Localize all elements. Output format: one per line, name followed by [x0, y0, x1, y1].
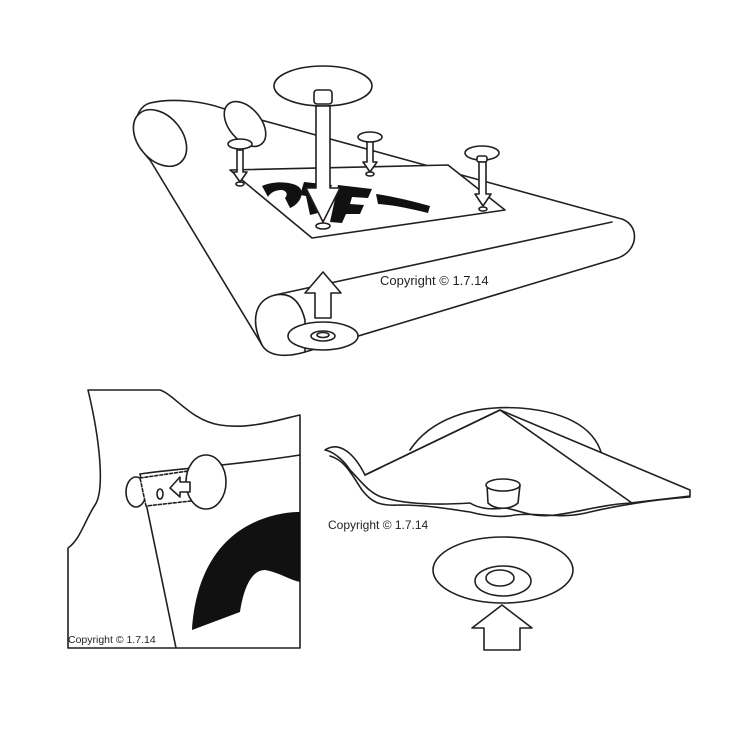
rolled-edge-inner: [223, 100, 267, 148]
suction-cup-stem: [313, 89, 333, 105]
suction-cup-detail-nub: [485, 569, 515, 587]
surface-line-1: [329, 455, 691, 518]
copyright-caption-bottom-right: Copyright © 1.7.14: [328, 518, 429, 532]
sticker: [229, 164, 506, 239]
mount-point-middle: [365, 171, 375, 177]
mount-point-center: [315, 222, 331, 230]
pin-hole: [156, 488, 164, 500]
rolled-edge-bottom-inner: [274, 293, 306, 353]
mount-point-left: [235, 181, 245, 187]
surface-edge: [364, 409, 633, 504]
suction-cup-bottom: [287, 321, 359, 351]
pin-head: [185, 454, 227, 510]
suction-cup-detail-ring: [474, 565, 532, 597]
rolled-edge-left: [132, 108, 188, 168]
black-arc-artwork: [192, 512, 300, 630]
arrow-down-small-left: [232, 149, 248, 183]
suction-knob-top: [485, 478, 521, 492]
arrow-down-small-middle: [362, 141, 378, 173]
surface-layer: [324, 409, 691, 517]
arrow-down-small-right: [474, 161, 492, 207]
suction-cup-small-left: [227, 138, 253, 150]
copyright-caption-bottom-left: Copyright © 1.7.14: [68, 634, 156, 646]
copyright-caption-top: Copyright © 1.7.14: [380, 273, 489, 288]
banner-illustration: [132, 65, 636, 357]
suction-cup-bottom-center: [310, 330, 336, 342]
arrow-small-pin: [169, 476, 191, 498]
detail-suction-illustration: [324, 406, 691, 651]
arrow-up-bottom: [304, 271, 342, 319]
mount-point-right: [478, 206, 488, 212]
suction-cup-small-right-stem: [476, 155, 488, 163]
arrow-up-detail: [471, 604, 533, 651]
suction-cup-small-middle: [357, 131, 383, 143]
arrow-down-large: [305, 105, 341, 223]
detail-pin-illustration: [67, 389, 301, 649]
suction-cup-bottom-nub: [316, 331, 330, 339]
sticker-artwork: [262, 182, 430, 223]
